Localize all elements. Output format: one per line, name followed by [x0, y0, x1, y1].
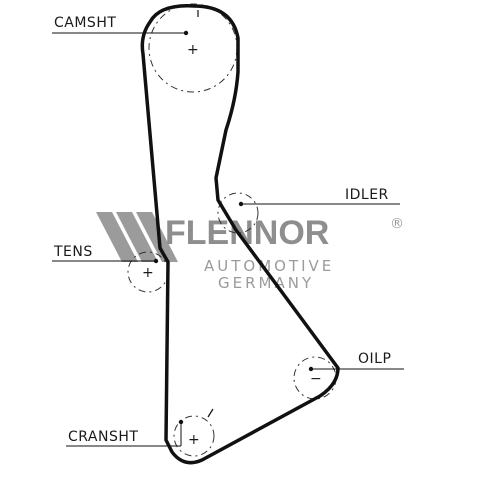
brand-logo-icon [96, 212, 178, 262]
brand-tagline-germany: GERMANY [218, 274, 314, 292]
leader-lines [52, 32, 404, 447]
camshaft-pulley-symbol: + [187, 42, 199, 58]
timing-belt [140, 4, 340, 465]
crankshaft-pulley-symbol: + [188, 432, 200, 448]
crankshaft-timing-mark [207, 408, 214, 418]
crankshaft-label: CRANSHT [68, 429, 138, 445]
oil-pump-label: OILP [358, 351, 391, 367]
brand-tagline-automotive: AUTOMOTIVE [204, 257, 334, 275]
crankshaft-pulley [173, 415, 215, 457]
idler-label: IDLER [345, 187, 389, 203]
tensioner-label: TENS [53, 244, 93, 260]
oil-pump-pulley-symbol: − [310, 371, 322, 387]
camshaft-label: CAMSHT [54, 15, 116, 31]
brand-watermark: FLENNOR ® AUTOMOTIVE GERMANY [96, 212, 404, 292]
idler-pulley [217, 192, 259, 234]
tensioner-pulley-symbol: + [142, 265, 154, 281]
registered-mark: ® [390, 216, 404, 232]
